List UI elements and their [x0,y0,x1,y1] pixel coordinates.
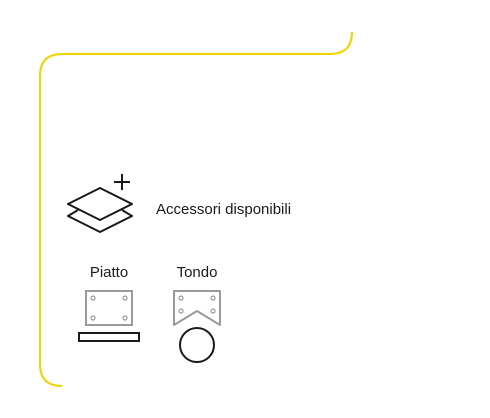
accessories-label: Accessori disponibili [156,201,292,218]
option-flat[interactable]: Piatto [70,264,148,349]
option-round[interactable]: Tondo [158,264,236,365]
round-plate-icon [173,290,221,363]
option-flat-label: Piatto [89,264,129,281]
accessories-header [64,170,140,240]
option-round-label: Tondo [176,264,218,281]
flat-plate-icon [78,290,140,342]
layers-plus-icon [67,174,133,233]
